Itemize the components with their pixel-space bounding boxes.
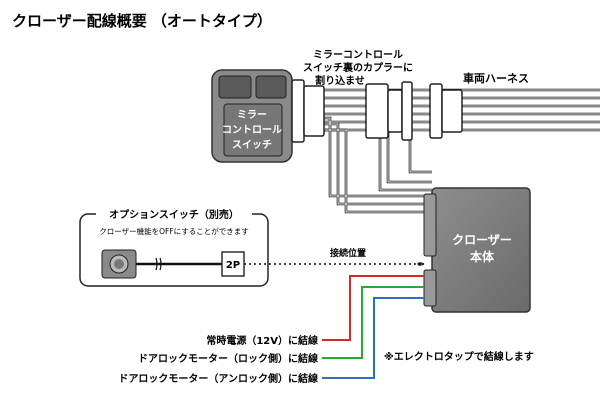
mirror-switch-line-1: ミラー <box>237 109 267 121</box>
connector-label-line-1: ミラーコントロール <box>313 49 403 61</box>
mirror-control-switch: ミラー コントロール スイッチ <box>211 69 293 163</box>
closer-unit: クローザー 本体 <box>423 187 531 313</box>
mirror-switch-line-2: コントロール <box>222 124 282 136</box>
mirror-switch-line-3: スイッチ <box>232 139 272 151</box>
connector-left <box>291 79 325 143</box>
page-title: クローザー配線概要 （オートタイプ） <box>12 12 272 30</box>
connection-label: 接続位置 <box>330 247 366 259</box>
wire-red <box>322 275 424 341</box>
closer-unit-line-1: クローザー <box>452 233 512 247</box>
wire-blue <box>322 297 424 379</box>
electro-tap-note: ※エレクトロタップで結線します <box>384 350 534 363</box>
closer-unit-line-2: 本体 <box>470 249 495 264</box>
wire-green <box>322 286 424 359</box>
wire-label-unlock: ドアロックモーター（アンロック側）に結線 <box>118 372 318 385</box>
option-switch-box: オプションスイッチ（別売） クローザー機能をOFFにすることができます 2P <box>79 206 269 287</box>
connector-middle <box>365 81 413 141</box>
plug-2p-label: 2P <box>226 260 240 271</box>
harness-label: 車両ハーネス <box>463 71 529 85</box>
wire-label-lock: ドアロックモーター（ロック側）に結線 <box>138 352 318 365</box>
connector-label-line-2: スイッチ裏のカプラーに <box>303 61 413 74</box>
connector-right <box>429 83 463 139</box>
wire-label-power: 常時電源（12V）に結線 <box>206 334 318 347</box>
option-switch-title: オプションスイッチ（別売） <box>109 208 239 221</box>
option-switch-note: クローザー機能をOFFにすることができます <box>99 226 248 236</box>
connector-label-line-3: 割り込ませ <box>315 74 365 87</box>
wire-break-icon <box>155 257 162 271</box>
